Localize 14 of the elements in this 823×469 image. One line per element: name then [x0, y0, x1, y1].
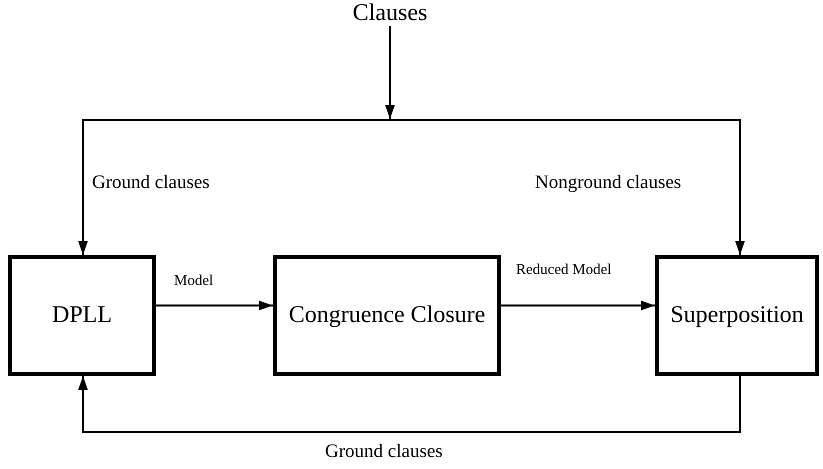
edge-label: Nonground clauses: [535, 172, 682, 194]
connector-line: [78, 119, 390, 255]
box-label: Congruence Closure: [288, 302, 486, 329]
process-box: [8, 255, 156, 376]
process-box: [273, 255, 501, 376]
arrow: [156, 300, 273, 310]
connector-line: [390, 119, 745, 255]
input-label: Clauses: [352, 0, 428, 26]
arrow: [78, 376, 741, 433]
box-label: Superposition: [670, 302, 804, 329]
arrow: [385, 26, 395, 119]
process-box: [655, 255, 819, 376]
box-label: DPLL: [52, 302, 112, 329]
arrow: [501, 300, 655, 310]
